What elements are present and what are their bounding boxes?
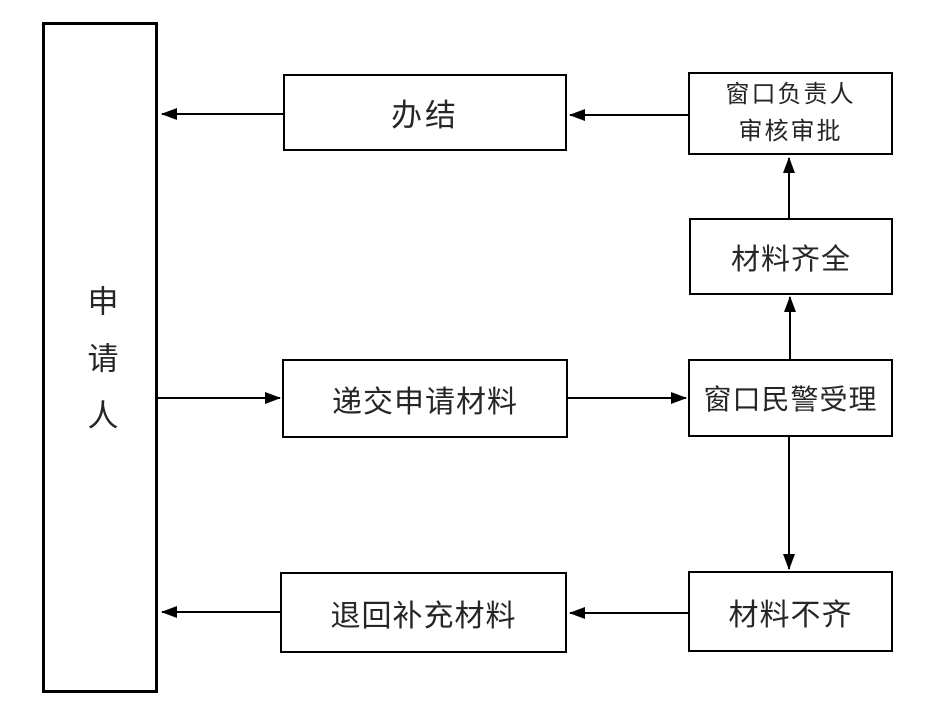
node-supervisor-review: 窗口负责人 审核审批: [688, 72, 893, 155]
node-applicant: 申请人: [42, 22, 158, 693]
node-materials-incomplete-label: 材料不齐: [728, 598, 853, 632]
node-materials-complete-label: 材料齐全: [730, 243, 851, 276]
node-supervisor-review-line1: 窗口负责人: [725, 81, 856, 108]
node-complete: 办结: [283, 74, 567, 151]
node-applicant-label: 申请人: [82, 285, 118, 456]
node-police-accept-label: 窗口民警受理: [703, 385, 878, 416]
node-police-accept: 窗口民警受理: [688, 359, 893, 437]
node-materials-incomplete: 材料不齐: [688, 571, 893, 652]
node-submit-application-label: 递交申请材料: [332, 385, 518, 419]
node-complete-label: 办结: [391, 98, 459, 133]
node-supervisor-review-line2: 审核审批: [738, 118, 843, 145]
node-submit-application: 递交申请材料: [282, 359, 568, 438]
node-return-supplement-label: 退回补充材料: [330, 599, 517, 633]
node-materials-complete: 材料齐全: [689, 218, 893, 295]
node-return-supplement: 退回补充材料: [280, 572, 567, 653]
